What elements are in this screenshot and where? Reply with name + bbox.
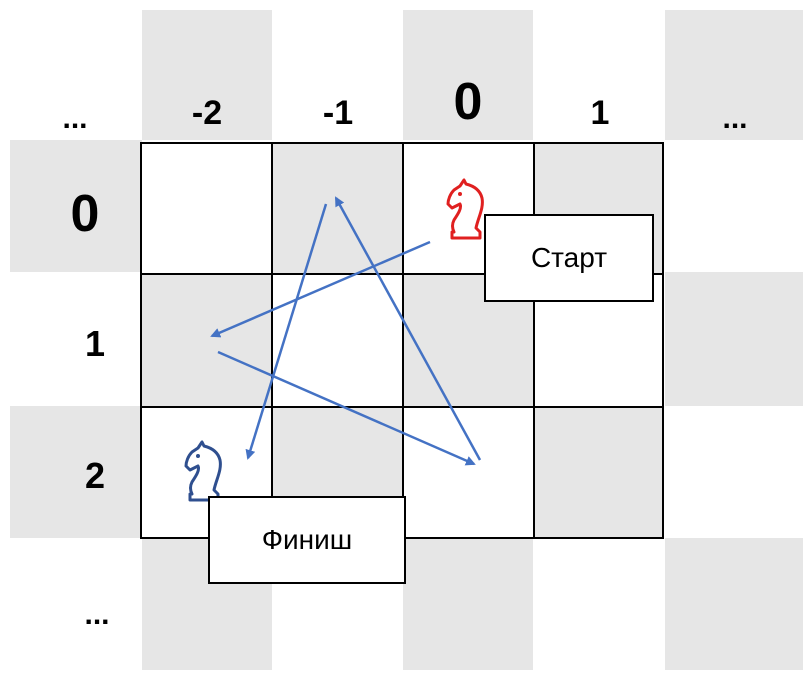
start-knight-icon	[446, 178, 484, 240]
board-square	[403, 10, 533, 140]
grid-cell	[533, 406, 664, 539]
finish-knight-icon	[184, 440, 222, 502]
column-label-minus-1: -1	[322, 94, 354, 132]
column-label-zero: 0	[453, 73, 483, 131]
board-square	[665, 10, 803, 140]
board-square	[142, 10, 272, 140]
row-label-2: 2	[84, 455, 106, 496]
column-label-ellipsis-right: ...	[722, 102, 748, 135]
grid-cell	[140, 273, 273, 408]
column-label-1: 1	[590, 94, 610, 132]
finish-label-box: Финиш	[208, 496, 406, 584]
row-label-zero: 0	[70, 185, 100, 243]
board-square	[665, 272, 803, 406]
board-square	[403, 538, 533, 670]
move-arrow	[334, 196, 482, 461]
finish-label: Финиш	[261, 524, 353, 555]
column-label-ellipsis-left: ...	[62, 102, 88, 135]
column-label-minus-2: -2	[191, 94, 223, 132]
move-arrow	[245, 203, 328, 460]
start-label-box: Старт	[484, 214, 654, 302]
board-square	[665, 538, 803, 670]
move-arrow	[217, 350, 476, 466]
row-label-1: 1	[84, 323, 106, 364]
row-label-ellipsis-bottom: ...	[84, 598, 110, 631]
grid-cell	[402, 273, 535, 408]
grid-cell	[402, 406, 535, 539]
start-label: Старт	[530, 242, 608, 273]
move-arrow	[210, 240, 431, 338]
board-square	[10, 406, 142, 538]
board-square	[10, 140, 142, 272]
